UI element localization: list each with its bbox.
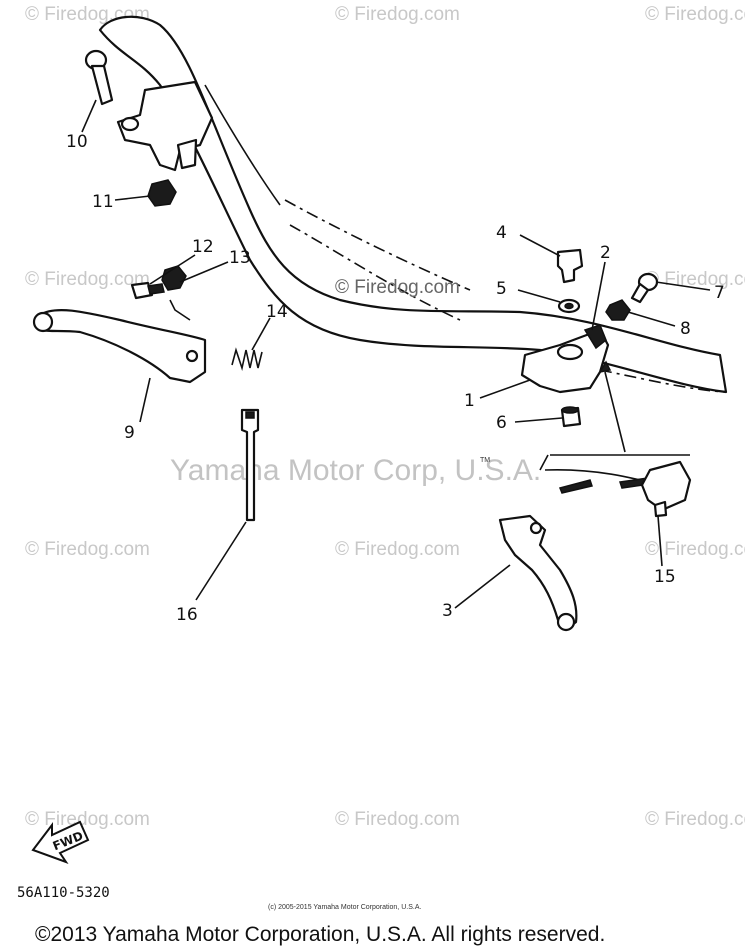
watermark-text: © Firedog.com — [645, 269, 745, 290]
callout-label: 9 — [124, 423, 135, 443]
watermark-center: © Firedog.com — [335, 277, 460, 298]
callout-label: 7 — [714, 283, 725, 303]
watermark-text: © Firedog.com — [25, 809, 150, 830]
copyright-notice: ©2013 Yamaha Motor Corporation, U.S.A. A… — [35, 923, 605, 946]
watermark-text: © Firedog.com — [25, 269, 150, 290]
bolt-7 — [630, 272, 659, 304]
watermark-tm: TM — [480, 457, 490, 464]
spring-14 — [231, 347, 263, 371]
callout-label: 15 — [654, 567, 676, 587]
cable-tie-16 — [240, 408, 260, 522]
watermark-text: © Firedog.com — [335, 809, 460, 830]
callout-label: 12 — [192, 237, 214, 257]
callout-label: 10 — [66, 132, 88, 152]
switch-15 — [544, 454, 692, 518]
watermark-brand: Yamaha Motor Corp, U.S.A. — [170, 454, 541, 487]
nut-11 — [147, 179, 177, 207]
callout-label: 14 — [266, 302, 288, 322]
washer-5 — [557, 298, 581, 314]
callout-label: 2 — [600, 243, 611, 263]
callout-label: 5 — [496, 279, 507, 299]
collar-6 — [560, 406, 582, 428]
watermark-text: © Firedog.com — [645, 4, 745, 25]
callout-label: 6 — [496, 413, 507, 433]
watermark-layer: © Firedog.com © Firedog.com © Firedog.co… — [25, 4, 745, 830]
fwd-arrow-icon: FWD — [31, 820, 90, 864]
callout-label: 4 — [496, 223, 507, 243]
bolt-10 — [84, 49, 114, 106]
arrow-indicator — [539, 360, 626, 471]
watermark-text: © Firedog.com — [25, 539, 150, 560]
watermark-text: © Firedog.com — [335, 4, 460, 25]
diagram-code: 56A110-5320 — [17, 885, 110, 901]
lever-9 — [32, 309, 207, 384]
handlebar — [98, 15, 728, 394]
bolt-4 — [556, 248, 584, 284]
callout-label: 8 — [680, 319, 691, 339]
bracket-1 — [520, 324, 610, 394]
watermark-text: © Firedog.com — [335, 539, 460, 560]
callout-label: 1 — [464, 391, 475, 411]
callout-label: 16 — [176, 605, 198, 625]
callout-label: 3 — [442, 601, 453, 621]
bolt-12 — [130, 281, 165, 300]
callout-label: 13 — [229, 248, 251, 268]
small-copyright: (c) 2005-2015 Yamaha Motor Corporation, … — [268, 904, 421, 911]
watermark-text: © Firedog.com — [645, 539, 745, 560]
left-clamp — [116, 80, 214, 172]
leader-lines — [81, 99, 711, 609]
lever-3 — [498, 514, 578, 632]
callouts: 10 11 12 13 14 9 16 1 2 3 4 5 6 7 8 15 — [66, 132, 725, 625]
watermark-text: © Firedog.com — [645, 809, 745, 830]
callout-label: 11 — [92, 192, 114, 212]
nut-8 — [605, 299, 631, 321]
